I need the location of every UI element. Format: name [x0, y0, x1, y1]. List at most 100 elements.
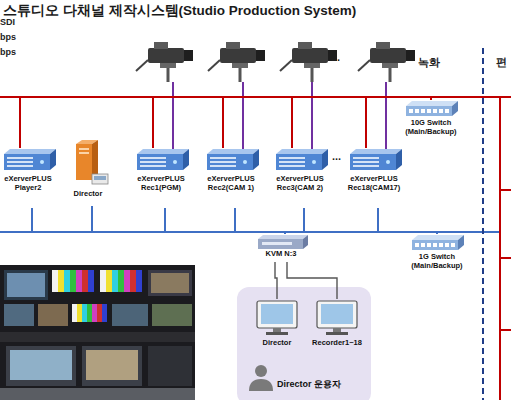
- switch-node-part-part: [427, 109, 431, 113]
- control-room-photo-part-part: [106, 270, 112, 292]
- camera-icon-part: [292, 48, 328, 63]
- edit-stub-line: [500, 189, 511, 191]
- network-connector: [304, 208, 437, 234]
- annotation-label: ...: [332, 150, 341, 162]
- kvm-node-part-part: [258, 239, 303, 249]
- server-node-part-part: [7, 157, 33, 159]
- pc-node-part-part: [94, 176, 106, 180]
- control-room-photo-part: [10, 350, 72, 380]
- switch-node-part-part: [412, 240, 458, 250]
- control-room-photo-part-part: [112, 270, 118, 292]
- switch-node-part-part: [458, 235, 464, 250]
- network-connector: [235, 208, 437, 234]
- camera-icon: [208, 42, 265, 82]
- monitor-node-part-part: [333, 328, 341, 332]
- server-node-part: [270, 148, 330, 174]
- control-room-photo-part: [100, 270, 142, 292]
- node-label: 10G Switch (Main/Backup): [398, 119, 464, 136]
- network-connector: [153, 97, 431, 148]
- panel-node-part-part: [255, 365, 267, 377]
- switch-node-part-part: [421, 243, 425, 247]
- switch-node: 10G Switch (Main/Backup): [398, 100, 464, 144]
- control-room-photo-part-part: [70, 270, 76, 292]
- control-room-photo-part-part: [82, 270, 88, 292]
- camera-icon-part: [280, 60, 292, 71]
- server-node-part: [0, 148, 58, 174]
- control-room-photo-part-part: [88, 270, 94, 292]
- server-node-part-part: [279, 157, 305, 159]
- server-node-part-part: [210, 165, 236, 167]
- camera-icon-part: [406, 50, 415, 61]
- server-node-part-part: [276, 149, 328, 154]
- kvm-node-part-part: [303, 235, 308, 249]
- sdi-line: [242, 82, 244, 150]
- control-room-photo-part-part: [64, 270, 70, 292]
- sdi-line: [385, 82, 387, 150]
- control-room-photo-part-part: [52, 270, 58, 292]
- control-room-photo-part: [86, 350, 138, 380]
- server-node-part-part: [353, 165, 379, 167]
- network-connector: [287, 262, 337, 299]
- server-node-part-part: [396, 149, 402, 170]
- annotation-label: 녹화: [418, 55, 440, 70]
- network-connector: [32, 208, 437, 234]
- network-connector: [20, 97, 431, 148]
- node-label: eXerverPLUS Player2: [0, 175, 58, 192]
- node-label: 1G Switch (Main/Backup): [404, 253, 470, 270]
- network-connector: [275, 262, 277, 299]
- node-label: eXerverPLUS Rec3(CAM 2): [270, 175, 330, 192]
- switch-node-part-part: [445, 109, 449, 113]
- 10g-bus-line: [0, 96, 511, 98]
- switch-node-part-part: [406, 101, 458, 106]
- kvm-node-part: [250, 234, 312, 250]
- switch-node-part-part: [452, 101, 458, 116]
- control-room-photo-part-part: [72, 304, 77, 322]
- switch-node-part-part: [421, 109, 425, 113]
- switch-node-part-part: [433, 243, 437, 247]
- kvm-node-part-part: [258, 235, 308, 239]
- network-connector: [92, 206, 437, 234]
- monitor-node-part: [307, 299, 367, 337]
- node-label: Director: [251, 339, 303, 348]
- panel-node: Director 운용자 Director Recorder1~18: [237, 287, 371, 400]
- camera-icon-part: [154, 42, 168, 49]
- server-node-part-part: [207, 149, 259, 154]
- server-node-part-part: [7, 165, 33, 167]
- control-room-photo-part: [0, 265, 195, 400]
- camera-icon-part: [358, 60, 370, 71]
- server-node: eXerverPLUS Rec18(CAM17): [344, 148, 404, 208]
- server-node-part-part: [279, 161, 305, 163]
- server-node-part-part: [322, 149, 328, 170]
- monitor-node: Recorder1~18: [307, 299, 367, 355]
- control-room-photo-part-part: [124, 270, 130, 292]
- server-node-part-part: [312, 160, 316, 164]
- switch-node-part: [398, 100, 464, 120]
- node-label: Recorder1~18: [307, 339, 367, 348]
- server-node-part-part: [243, 160, 247, 164]
- camera-icon-part: [136, 60, 148, 71]
- camera-icon-part: [311, 68, 314, 82]
- node-label: eXerverPLUS Rec1(PGM): [131, 175, 191, 192]
- network-connector: [223, 97, 431, 148]
- camera-icon-part: [208, 60, 220, 71]
- server-node-part-part: [279, 165, 305, 167]
- camera-icon-part: [232, 63, 248, 68]
- server-node-part: [344, 148, 404, 174]
- network-connector: [165, 208, 437, 234]
- network-connector: [285, 232, 437, 234]
- sdi-line: [311, 82, 313, 150]
- pc-node-part-part: [79, 152, 89, 154]
- node-label: eXerverPLUS Rec2(CAM 1): [201, 175, 261, 192]
- control-room-photo-part: [7, 273, 45, 297]
- control-room-photo-part: [82, 346, 142, 386]
- pc-node-part-part: [92, 174, 108, 184]
- server-node-part-part: [140, 165, 166, 167]
- server-node-part-part: [4, 149, 56, 154]
- server-node-part-part: [253, 149, 259, 170]
- node-label: Director 운용자: [277, 379, 367, 389]
- sdi-line: [172, 82, 174, 150]
- node-label: KVM N:3: [250, 250, 312, 259]
- node-label: Director: [66, 190, 110, 199]
- control-room-photo-part: [6, 346, 76, 386]
